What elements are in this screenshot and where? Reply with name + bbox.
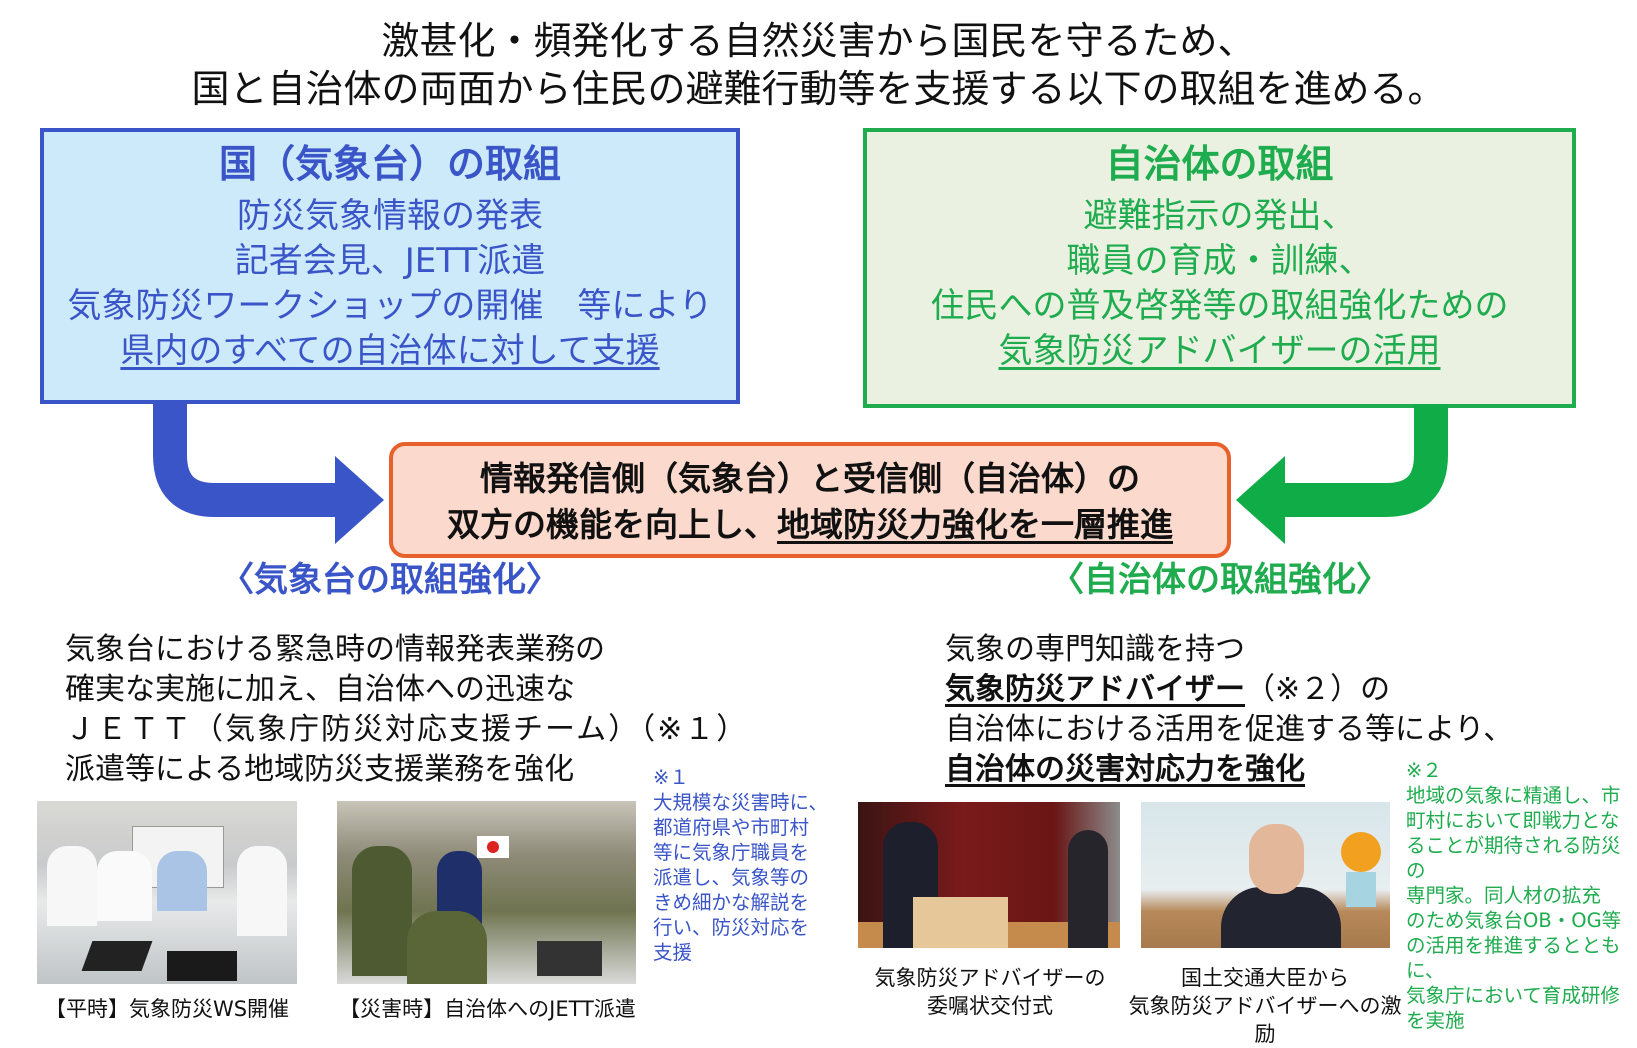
- note-2-line: 気象庁において育成研修: [1406, 984, 1620, 1007]
- ceremony-caption-line: 気象防災アドバイザーの: [874, 966, 1106, 990]
- flow-arrows: [153, 400, 1448, 544]
- left-text-line: 気象台における緊急時の情報発表業務の: [65, 632, 605, 667]
- right-text-rest: （※２）の: [1245, 672, 1391, 707]
- ceremony-caption: 気象防災アドバイザーの 委嘱状交付式: [850, 964, 1130, 1020]
- municipal-efforts-heading: 自治体の取組: [1105, 142, 1334, 186]
- right-section-heading: 〈自治体の取組強化〉: [1050, 560, 1390, 600]
- right-text-line: 気象の専門知識を持つ: [945, 632, 1245, 667]
- note-1-line: 行い、防災対応を: [653, 916, 810, 939]
- advisor-term: 気象防災アドバイザー: [945, 672, 1245, 707]
- national-efforts-underlined: 県内のすべての自治体に対して支援: [120, 331, 660, 371]
- municipal-efforts-line: 住民への普及啓発等の取組強化ための: [930, 286, 1509, 326]
- note-1-line: 大規模な災害時に、: [653, 791, 828, 814]
- note-2-line: 地域の気象に精通し、市: [1406, 784, 1621, 807]
- green-arrow-icon: [1236, 404, 1448, 544]
- workshop-caption: 【平時】気象防災WS開催: [44, 997, 290, 1021]
- ceremony-caption-line: 委嘱状交付式: [927, 994, 1053, 1018]
- left-section-text: 気象台における緊急時の情報発表業務の 確実な実施に加え、自治体への迅速な ＪＥＴ…: [65, 630, 748, 790]
- national-efforts-heading: 国（気象台）の取組: [218, 142, 561, 186]
- right-text-line: 自治体における活用を促進する等により、: [945, 712, 1514, 747]
- workshop-photo: [37, 801, 297, 984]
- municipal-efforts-underlined: 気象防災アドバイザーの活用: [998, 331, 1441, 371]
- municipal-efforts-box: 自治体の取組 避難指示の発出、 職員の育成・訓練、 住民への普及啓発等の取組強化…: [863, 128, 1576, 408]
- page-title-line2: 国と自治体の両面から住民の避難行動等を支援する以下の取組を進める。: [191, 67, 1446, 111]
- goal-line2-underlined: 地域防災力強化を一層推進: [777, 505, 1173, 544]
- minister-caption-line: 国土交通大臣から: [1181, 966, 1349, 990]
- note-2-line: 専門家。同人材の拡充: [1406, 884, 1602, 907]
- note-1-line: 等に気象庁職員を: [653, 841, 810, 864]
- left-section-heading: 〈気象台の取組強化〉: [220, 560, 560, 600]
- note-1-line: 派遣し、気象等の: [653, 866, 810, 889]
- national-efforts-line: 気象防災ワークショップの開催 等により: [67, 286, 713, 326]
- blue-arrow-icon: [153, 400, 384, 544]
- note-1: ※１ 大規模な災害時に、 都道府県や市町村 等に気象庁職員を 派遣し、気象等の …: [653, 765, 828, 965]
- goal-box: 情報発信側（気象台）と受信側（自治体）の 双方の機能を向上し、地域防災力強化を一…: [389, 442, 1231, 558]
- minister-caption-line: 気象防災アドバイザーへの激励: [1128, 994, 1402, 1046]
- municipal-efforts-line: 避難指示の発出、: [1083, 196, 1356, 236]
- national-efforts-box: 国（気象台）の取組 防災気象情報の発表 記者会見、JETT派遣 気象防災ワークシ…: [40, 128, 740, 404]
- national-efforts-line: 記者会見、JETT派遣: [234, 241, 546, 281]
- note-2-line: ることが期待される防災の: [1406, 834, 1621, 882]
- right-text-line: 気象防災アドバイザー（※２）の: [945, 670, 1513, 710]
- ceremony-photo: [858, 802, 1120, 948]
- right-section-text: 気象の専門知識を持つ 気象防災アドバイザー（※２）の 自治体における活用を促進す…: [945, 630, 1513, 790]
- note-2-line: の活用を推進するとともに、: [1406, 934, 1621, 982]
- jett-caption: 【災害時】自治体へのJETT派遣: [339, 997, 636, 1021]
- note-2-line: のため気象台OB・OG等: [1406, 909, 1622, 932]
- national-efforts-line: 防災気象情報の発表: [237, 196, 543, 236]
- municipal-efforts-line: 職員の育成・訓練、: [1066, 241, 1373, 281]
- right-text-conclusion: 自治体の災害対応力を強化: [945, 752, 1305, 787]
- note-2: ※２ 地域の気象に精通し、市 町村において即戦力とな ることが期待される防災の …: [1406, 758, 1637, 1033]
- note-2-mark: ※２: [1406, 759, 1442, 782]
- note-1-line: きめ細かな解説を: [653, 891, 810, 914]
- note-1-mark: ※１: [653, 766, 689, 789]
- goal-line2-plain: 双方の機能を向上し、: [447, 505, 777, 544]
- left-text-line: ＪＥＴＴ（気象庁防災対応支援チーム）（※１）: [65, 712, 749, 747]
- left-text-line: 派遣等による地域防災支援業務を強化: [65, 752, 575, 787]
- minister-photo: [1141, 802, 1390, 948]
- jett-dispatch-photo: [337, 801, 636, 984]
- left-text-line: 確実な実施に加え、自治体への迅速な: [65, 672, 575, 707]
- note-1-line: 支援: [653, 941, 693, 964]
- page-title-line1: 激甚化・頻発化する自然災害から国民を守るため、: [381, 19, 1256, 63]
- goal-line2: 双方の機能を向上し、地域防災力強化を一層推進: [393, 502, 1227, 548]
- minister-caption: 国土交通大臣から 気象防災アドバイザーへの激励: [1120, 964, 1410, 1048]
- note-2-line: を実施: [1406, 1009, 1465, 1032]
- note-2-line: 町村において即戦力とな: [1406, 809, 1620, 832]
- note-1-line: 都道府県や市町村: [653, 816, 810, 839]
- goal-line1: 情報発信側（気象台）と受信側（自治体）の: [480, 459, 1140, 498]
